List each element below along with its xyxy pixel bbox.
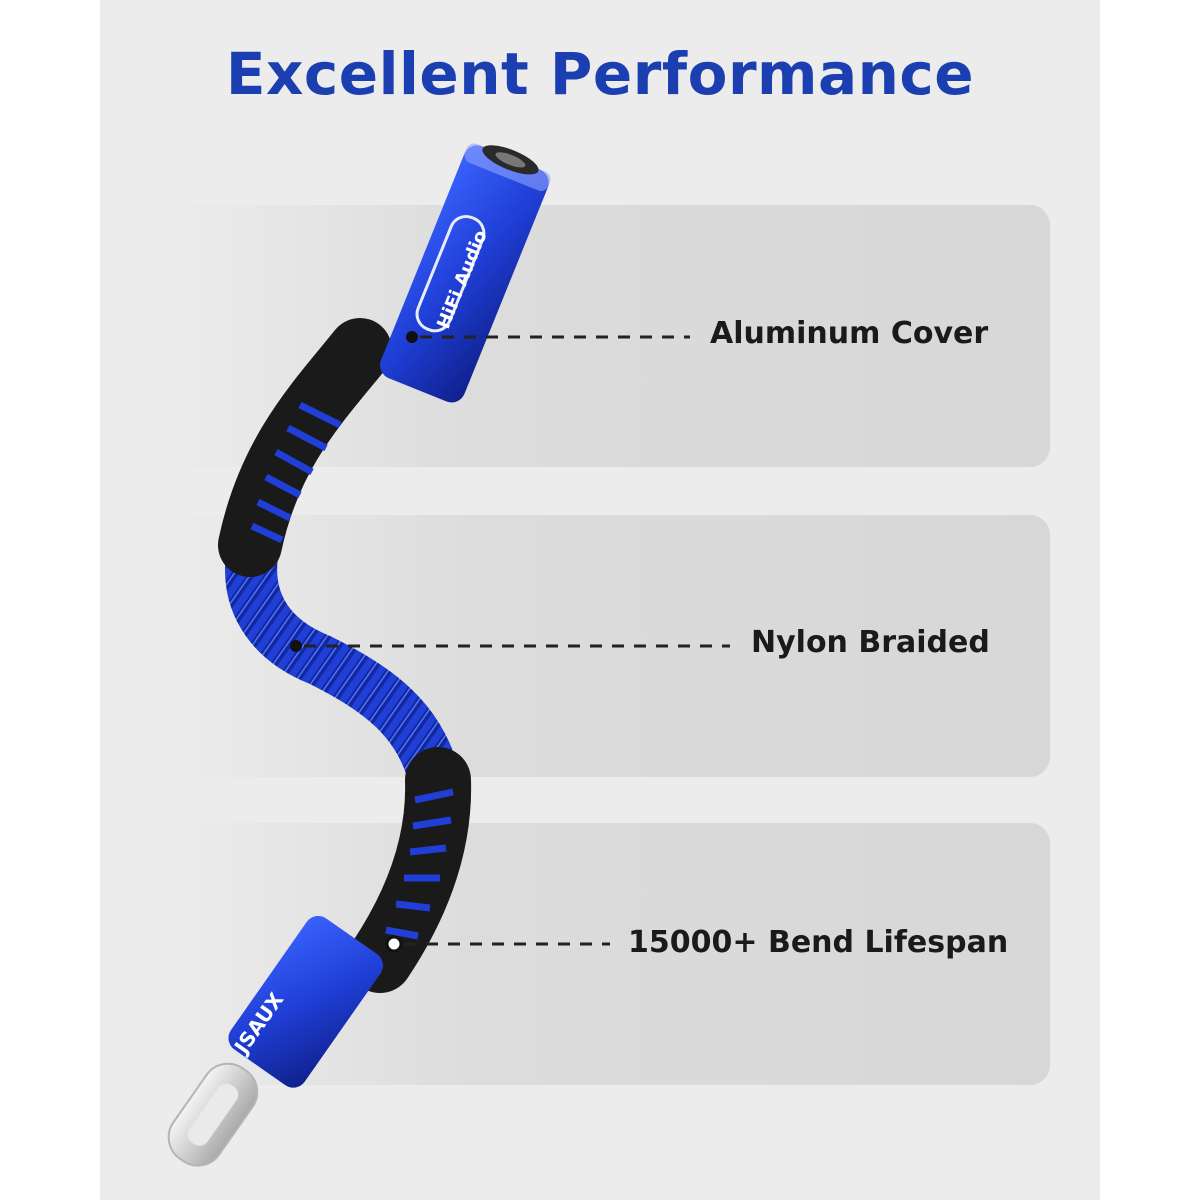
callout-lifespan <box>385 935 610 953</box>
feature-label-nylon: Nylon Braided <box>751 625 990 660</box>
aluminum-lightning-housing <box>228 915 383 1088</box>
feature-label-lifespan: 15000+ Bend Lifespan <box>628 925 1009 960</box>
callout-nylon <box>290 640 730 652</box>
upper-strain-relief <box>218 318 392 577</box>
feature-label-aluminum: Aluminum Cover <box>710 316 989 351</box>
callout-aluminum <box>406 331 690 343</box>
lower-strain-relief <box>347 747 472 993</box>
nylon-braided-cable <box>225 514 461 806</box>
page-title: Excellent Performance <box>225 40 975 108</box>
lightning-plug <box>167 1062 259 1167</box>
